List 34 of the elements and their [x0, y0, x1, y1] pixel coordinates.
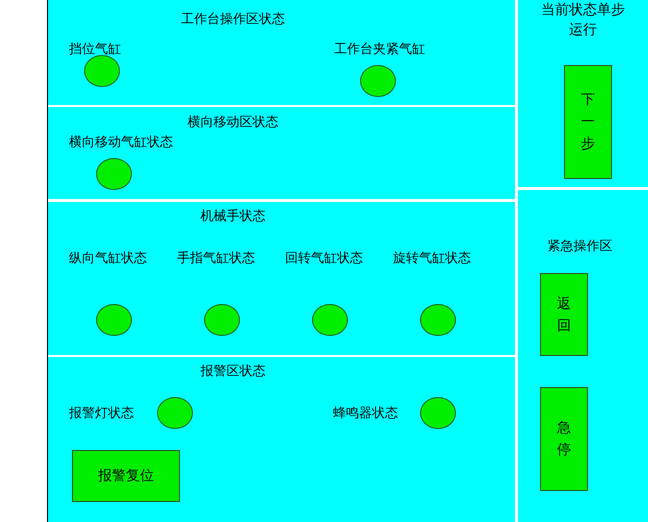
- panel: [48, 107, 515, 199]
- panel-title: 横向移动区状态: [188, 114, 278, 131]
- status-label: 蜂鸣器状态: [333, 405, 398, 422]
- panel-title: 当前状态单步运行: [540, 1, 626, 40]
- panel: [518, 190, 648, 522]
- panel: [518, 0, 648, 187]
- push-button: 返回: [540, 273, 588, 356]
- push-button: 下一步: [564, 65, 612, 179]
- panel: [48, 202, 515, 355]
- status-label: 横向移动气缸状态: [69, 134, 173, 151]
- status-label: 纵向气缸状态: [69, 250, 147, 267]
- indicator-light: [96, 304, 132, 336]
- status-label: 旋转气缸状态: [393, 250, 471, 267]
- indicator-light: [84, 55, 120, 87]
- status-label: 报警灯状态: [69, 405, 134, 422]
- status-label: 回转气缸状态: [285, 250, 363, 267]
- indicator-light: [96, 158, 132, 190]
- indicator-light: [360, 65, 396, 97]
- status-label: 挡位气缸: [69, 41, 121, 58]
- panel: [48, 0, 515, 105]
- panel: [48, 357, 515, 522]
- indicator-light: [420, 304, 456, 336]
- push-button: 急停: [540, 387, 588, 491]
- indicator-light: [420, 397, 456, 429]
- panel-title: 机械手状态: [200, 208, 266, 225]
- status-label: 手指气缸状态: [177, 250, 255, 267]
- push-button: 报警复位: [72, 450, 180, 502]
- indicator-light: [157, 397, 193, 429]
- panel-title: 工作台操作区状态: [181, 11, 285, 28]
- status-label: 工作台夹紧气缸: [334, 41, 425, 58]
- indicator-light: [204, 304, 240, 336]
- indicator-light: [312, 304, 348, 336]
- panel-title: 紧急操作区: [548, 238, 612, 255]
- panel-title: 报警区状态: [200, 363, 266, 380]
